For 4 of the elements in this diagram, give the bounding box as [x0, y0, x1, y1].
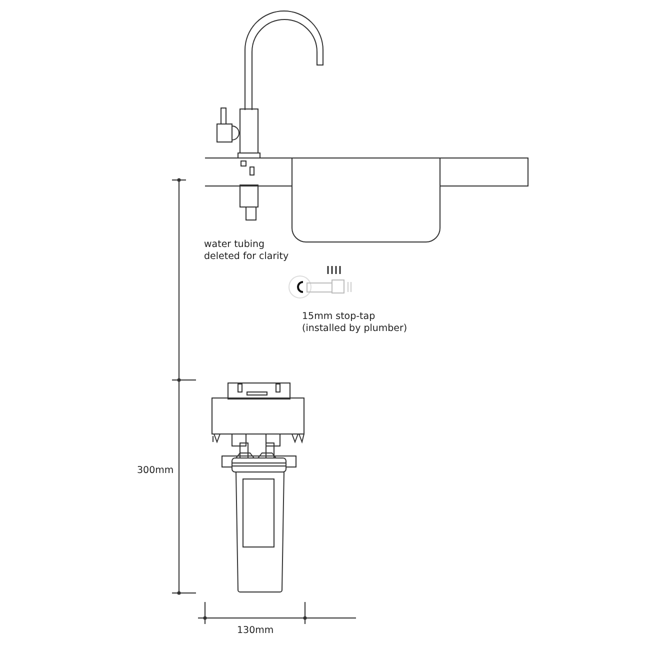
dimension-label: 300mm — [137, 465, 175, 477]
part-label: 15mm stop-tap (installed by plumber) — [302, 311, 408, 335]
dimension-label: 130mm — [237, 625, 275, 637]
note: water tubing deleted for clarity — [204, 239, 290, 263]
